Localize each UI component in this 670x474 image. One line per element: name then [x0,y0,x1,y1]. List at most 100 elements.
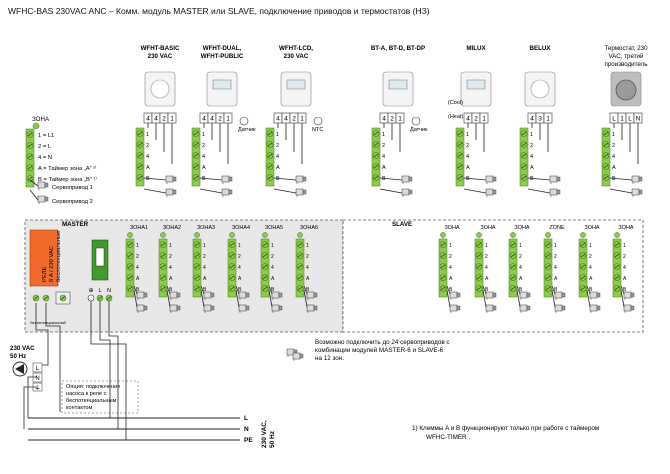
legend-item: 1 = L1 [38,133,54,139]
pin-label: B [485,287,489,293]
pin-label: 1 [271,243,274,249]
actuator-wire [551,289,556,308]
mode-note: (Heat) [448,114,463,120]
actuator-body [623,304,632,312]
pin-label: B [136,287,140,293]
actuator-wire [516,289,521,308]
pin-label: 2 [202,143,205,149]
pin-label: 2 [271,254,274,260]
screw-slot [229,275,235,280]
pump-arrow [15,364,24,374]
actuator-body [165,175,174,183]
relay-label-line: 8 A / 230 VAC [49,246,55,282]
thermostat-label: VAC, третий [609,53,645,60]
actuator-body [519,304,528,312]
pin-label: B [146,176,150,182]
pin-label: B [382,176,386,182]
actuator-icon [169,291,181,300]
capacity-note: на 12 зон. [315,355,344,362]
terminal-label: 4 [146,116,150,123]
pin-label: 4 [466,154,469,160]
screw-slot [521,175,527,180]
zone-led [614,232,620,238]
pin-label: 1 [306,243,309,249]
sensor-label: NTC [312,127,323,133]
fuse-icon [95,247,105,267]
screw-slot [373,153,379,158]
slave-frame [342,219,644,333]
pin-label: 4 [202,154,205,160]
screw-slot [580,253,586,258]
actuator-body [203,304,212,312]
actuator-head [302,176,307,182]
pin-label: B [276,176,280,182]
actuator-icon [295,175,307,184]
actuator-body [401,188,410,196]
screw-slot [603,175,609,180]
pin-label: 2 [449,254,452,260]
screw-slot [510,286,516,291]
zone-terminals [227,238,237,298]
actuator-icon [449,291,461,300]
screw-slot [262,286,268,291]
screw-slot [262,275,268,280]
actuator-icon [169,304,181,313]
zone-label: ЗОНА1 [130,225,148,231]
legend-item: 2 = L [38,144,52,150]
pin-label: 2 [306,254,309,260]
option-wire [45,303,61,412]
screw-slot [262,242,268,247]
screw-slot [27,132,33,137]
actuator-body [221,175,230,183]
pin-label: A [202,165,206,171]
actuator-head [596,292,601,298]
screw-slot [160,264,166,269]
thermostat-device-icon [144,71,176,107]
screw-slot [580,286,586,291]
pin-label: B [271,287,275,293]
actuator-body [238,304,247,312]
zone-led [194,232,200,238]
pin-label: 4 [169,265,172,271]
actuator-wire [235,285,240,295]
pin-label: 1 [169,243,172,249]
actuator-head [210,305,215,311]
pin-label: 4 [612,154,615,160]
screw-slot [229,253,235,258]
screw-slot [194,275,200,280]
earth-icon: ⊕ [88,288,93,294]
pin-label: B [554,287,558,293]
pump-terminal-label: N [35,376,39,382]
screw-slot [137,153,143,158]
actuator-body [271,291,280,299]
actuator-body [401,175,410,183]
screw-slot [373,164,379,169]
thermostat-label: WFHT-LCD, [279,45,313,52]
zone-legend: ЗОНА1 = L12 = L4 = NA = Таймер зона „A“ … [25,116,97,205]
actuator-wire [273,188,297,194]
device-dial [150,79,170,99]
pin-label: B [466,176,470,182]
feed-wire [108,301,119,429]
zone-led [297,232,303,238]
pin-label: 4 [519,265,522,271]
actuator-icon [271,304,283,313]
sensor-label: Датчик [410,127,428,133]
screw-slot [297,286,303,291]
screw-slot [614,242,620,247]
screw-slot [297,242,303,247]
actuator-body [271,304,280,312]
actuator-wire [303,285,308,295]
screw-slot [580,264,586,269]
screw-slot [194,286,200,291]
actuator-icon [165,175,177,184]
actuator-icon [631,175,643,184]
screw-slot [160,242,166,247]
legend-item: B = Таймер зона „B“ ¹⁾ [38,176,97,183]
actuator-body [519,291,528,299]
actuator-head [278,305,283,311]
